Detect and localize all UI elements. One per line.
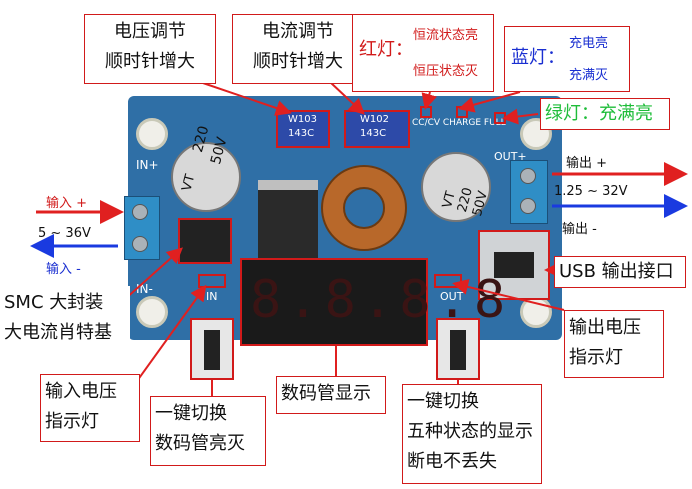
voltage-adjust-label: 电压调节 顺时针增大	[84, 14, 216, 84]
current-adjust-line2: 顺时针增大	[253, 51, 343, 72]
display-label: 数码管显示	[276, 376, 386, 414]
red-led-label: 红灯： 恒流状态亮 恒压状态灭	[352, 14, 494, 92]
input-led-marker	[198, 274, 226, 288]
current-adjust-label: 电流调节 顺时针增大	[232, 14, 364, 84]
toroid-inductor	[321, 165, 407, 251]
red-led-arrow	[421, 91, 437, 110]
capacitor-right	[421, 152, 491, 222]
smc-arrow	[123, 247, 183, 301]
mode-switch-line2: 五种状态的显示	[407, 421, 533, 442]
capacitor-left: VT	[171, 142, 241, 212]
smc-diode	[178, 218, 232, 264]
display-toggle-label: 一键切换 数码管亮灭	[150, 396, 266, 466]
voltage-adjust-line2: 顺时针增大	[105, 51, 195, 72]
output-screw-plus	[520, 168, 536, 184]
input-range-text: 5 ~ 36V	[38, 226, 91, 241]
pot-left-code: W103	[288, 114, 317, 125]
mount-hole	[136, 296, 168, 328]
usb-port	[478, 230, 550, 300]
blue-led-title: 蓝灯：	[511, 47, 565, 68]
blue-led-line2: 充满灭	[569, 68, 609, 83]
output-range-text: 1.25 ~ 32V	[554, 184, 628, 199]
output-led-line2: 指示灯	[569, 347, 623, 368]
current-adjust-arrow	[329, 81, 365, 115]
blue-led-line1: 充电亮	[569, 36, 609, 51]
blue-led-arrow	[458, 91, 521, 113]
silk-out-plus: OUT+	[494, 150, 527, 163]
input-voltage-led-label: 输入电压 指示灯	[40, 374, 140, 442]
blue-led-label: 蓝灯： 充电亮 充满灭	[504, 26, 630, 92]
voltage-pot: W103 143C	[276, 110, 330, 148]
pot-right-date: 143C	[360, 128, 387, 139]
output-plus-text: 输出 +	[566, 156, 608, 171]
silk-led-labels: CC/CV CHARGE FULL	[412, 118, 506, 128]
output-minus-text: 输出 -	[562, 222, 597, 237]
mode-switch-label: 一键切换 五种状态的显示 断电不丢失	[402, 384, 542, 484]
current-pot: W102 143C	[344, 110, 410, 148]
red-led-line1: 恒流状态亮	[413, 28, 479, 43]
mode-switch-line1: 一键切换	[407, 391, 479, 412]
input-screw-minus	[132, 236, 148, 252]
output-led-arrow	[452, 279, 565, 311]
input-led-line2: 指示灯	[45, 411, 99, 432]
red-led-line2: 恒压状态灭	[413, 64, 479, 79]
smc-line1: SMC 大封装	[4, 292, 104, 313]
green-led-arrow	[502, 108, 539, 125]
red-led-title: 红灯：	[359, 39, 413, 60]
mode-switch-line3: 断电不丢失	[407, 451, 497, 472]
input-plus-text: 输入 +	[46, 196, 88, 211]
smc-diode-label: SMC 大封装 大电流肖特基	[0, 286, 130, 352]
silk-in-plus: IN+	[136, 158, 159, 172]
display-toggle-line1: 一键切换	[155, 403, 227, 424]
display-toggle-button	[190, 318, 234, 380]
output-voltage-led-label: 输出电压 指示灯	[564, 310, 664, 378]
voltage-adjust-line1: 电压调节	[114, 21, 186, 42]
pot-left-date: 143C	[288, 128, 315, 139]
smc-line2: 大电流肖特基	[4, 322, 112, 343]
input-led-arrow	[131, 284, 207, 389]
regulator-ic	[258, 180, 318, 260]
silk-in: IN	[206, 290, 218, 303]
input-minus-text: 输入 -	[46, 262, 81, 277]
output-led-line1: 输出电压	[569, 317, 641, 338]
input-led-line1: 输入电压	[45, 381, 117, 402]
input-screw-plus	[132, 204, 148, 220]
cap-left-l1: VT	[179, 173, 198, 193]
mount-hole	[136, 118, 168, 150]
voltage-adjust-arrow	[199, 81, 292, 116]
pot-right-code: W102	[360, 114, 389, 125]
usb-output-label: USB 输出接口	[554, 256, 686, 288]
output-screw-minus	[520, 198, 536, 214]
mode-switch-button	[436, 318, 480, 380]
display-toggle-line2: 数码管亮灭	[155, 433, 245, 454]
green-led-label: 绿灯：充满亮	[540, 98, 670, 130]
current-adjust-line1: 电流调节	[262, 21, 334, 42]
